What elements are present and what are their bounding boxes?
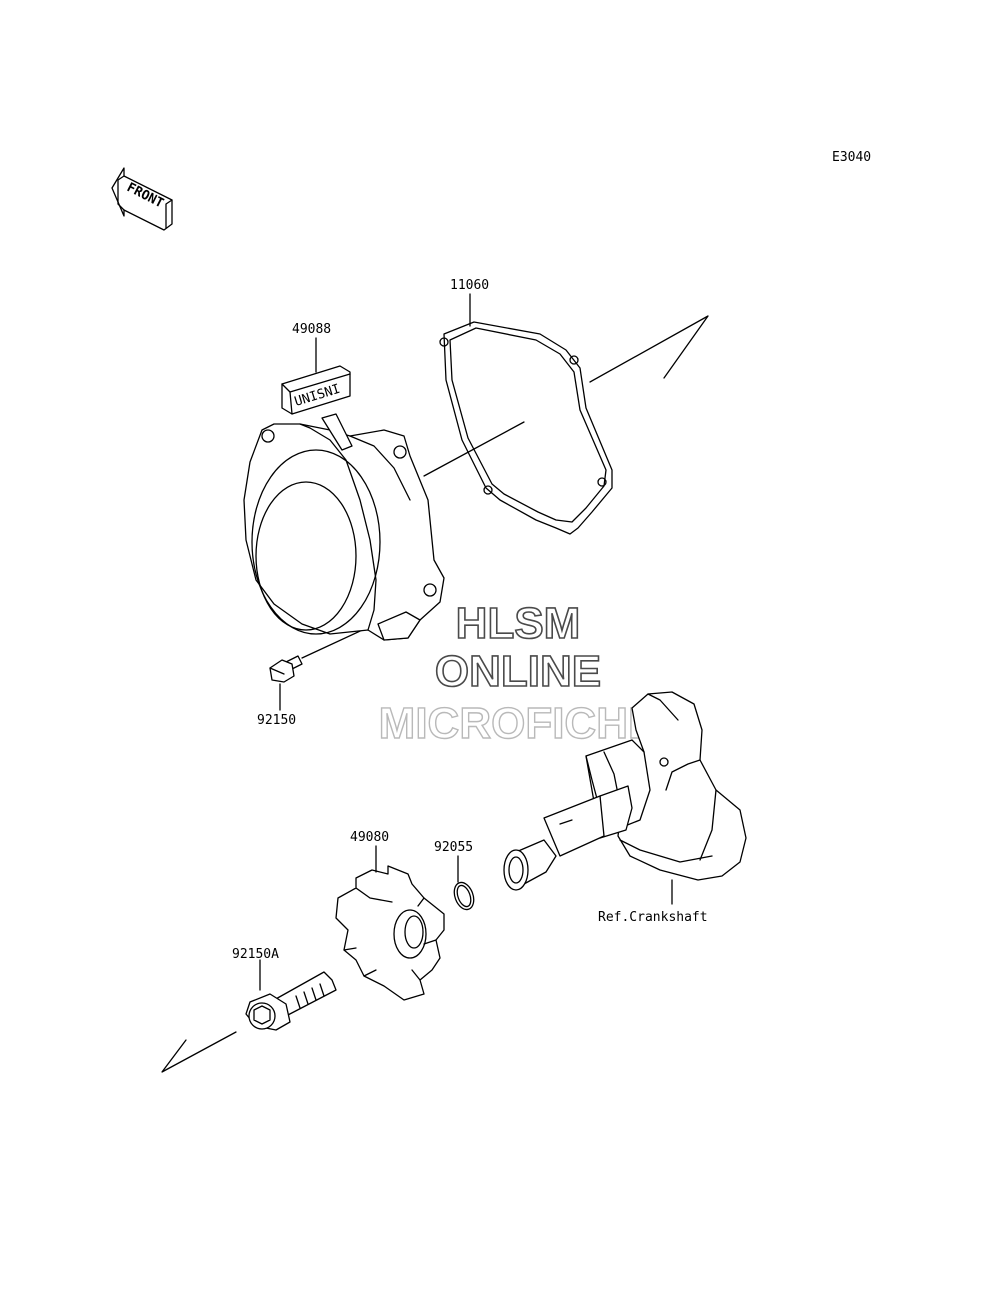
part-label-92150: 92150 bbox=[257, 713, 296, 728]
front-arrow-icon: FRONT bbox=[111, 167, 173, 231]
watermark-line-1: HLSM bbox=[456, 599, 581, 648]
part-label-92055: 92055 bbox=[434, 840, 473, 855]
diagram-code: E3040 bbox=[832, 150, 871, 165]
part-label-92150A: 92150A bbox=[232, 947, 279, 962]
crankshaft-part bbox=[503, 691, 747, 891]
watermark-line-2: ONLINE bbox=[435, 647, 601, 696]
bolt-part bbox=[269, 655, 303, 683]
watermark: HLSM ONLINE MICROFICHE bbox=[378, 598, 658, 749]
recoil-starter-part: UNISNI bbox=[243, 365, 445, 641]
gasket-part bbox=[439, 321, 613, 535]
reference-label: Ref.Crankshaft bbox=[598, 910, 708, 925]
part-label-11060: 11060 bbox=[450, 278, 489, 293]
part-label-49088: 49088 bbox=[292, 322, 331, 337]
pulley-part bbox=[335, 865, 445, 1001]
part-label-49080: 49080 bbox=[350, 830, 389, 845]
o-ring-part bbox=[453, 881, 475, 911]
watermark-line-3: MICROFICHE bbox=[379, 699, 658, 748]
flange-bolt-part bbox=[245, 971, 337, 1031]
